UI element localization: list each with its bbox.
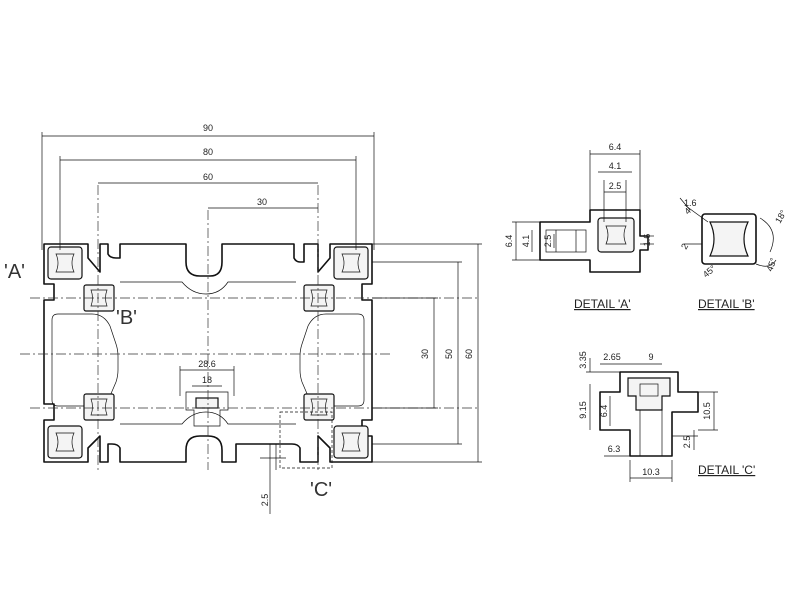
corner-slot-top-right [333,246,369,280]
detail-c-dim-10-5: 10.5 [702,402,712,420]
dim-60-vertical-text: 60 [464,349,474,359]
dim-50-vertical-text: 50 [444,349,454,359]
dim-80-text: 80 [203,147,213,157]
center-t-slot [185,391,229,427]
dim-2-5-bottom-text: 2.5 [260,494,270,507]
dimension-30-vertical: 30 [372,297,438,409]
node-slot-bottom-left [83,393,115,421]
inner-web-top [120,281,296,295]
label-b: 'B' [116,307,137,329]
detail-a-dim-6-4-left: 6.4 [504,235,514,248]
detail-b-dim-4: 4 [682,206,693,217]
main-profile-view: 90 80 60 30 28.6 18 [4,123,482,514]
inner-cavity-left [51,313,119,407]
dimension-28-6: 28.6 [179,359,235,396]
dimension-50-vertical: 50 [372,261,462,445]
detail-b-title: DETAIL 'B' [698,297,755,311]
dimension-30-top: 30 [208,197,318,209]
detail-a-dim-4-1-left: 4.1 [521,235,531,248]
dim-60-text: 60 [203,172,213,182]
detail-c-dim-9: 9 [648,352,653,362]
detail-c-view: 3.35 2.65 9 9.15 6.4 10.5 2.5 6.3 10.3 D… [578,351,755,482]
dimension-18: 18 [192,375,222,387]
dimension-60: 60 [98,172,318,184]
detail-a-dim-4-1-top: 4.1 [609,161,622,171]
label-a: 'A' [4,261,25,283]
dimension-90: 90 [41,123,375,250]
dim-30-top-text: 30 [257,197,267,207]
center-lines [20,185,480,470]
corner-slot-top-left [47,246,83,280]
detail-a-dim-2-5-top: 2.5 [609,181,622,191]
detail-a-dim-2-5-left: 2.5 [543,235,553,248]
detail-a-title: DETAIL 'A' [574,297,631,311]
dim-18-text: 18 [202,375,212,385]
dim-30-vertical-text: 30 [420,349,430,359]
detail-c-dim-2-65: 2.65 [603,352,621,362]
detail-c-dim-6-3: 6.3 [608,444,621,454]
detail-b-view: 1.6 4 2 18° 45° 45° DETAIL 'B' [679,197,789,311]
detail-c-dim-3-35: 3.35 [578,351,588,369]
corner-slot-bottom-right [333,425,369,459]
inner-cavity-right [299,313,365,407]
inner-web-bottom [120,411,296,425]
dimension-80: 80 [59,147,357,250]
corner-slot-bottom-left [47,425,83,459]
detail-c-dim-9-15: 9.15 [578,401,588,419]
detail-c-dim-6-4: 6.4 [599,405,609,418]
detail-b-dim-1-6: 1.6 [684,198,697,208]
dimension-2-5-bottom: 2.5 [260,444,286,514]
detail-c-dim-10-3: 10.3 [642,467,660,477]
detail-a-dim-1-6: 1.6 [642,234,652,247]
detail-c-title: DETAIL 'C' [698,463,755,477]
detail-b-dim-45-a: 45° [764,256,778,273]
detail-a-dim-6-4-top: 6.4 [609,142,622,152]
detail-c-dim-2-5: 2.5 [682,436,692,449]
dim-90-text: 90 [203,123,213,133]
dimension-60-vertical: 60 [372,243,482,463]
dim-28-6-text: 28.6 [198,359,216,369]
detail-b-dim-2: 2 [679,242,690,251]
detail-b-dim-18: 18° [773,208,789,225]
detail-c-marker-box [279,411,333,469]
node-slot-bottom-right [303,393,335,421]
label-c: 'C' [310,479,332,501]
detail-b-dim-45-b: 45° [701,263,718,280]
detail-a-view: 6.4 4.1 2.5 6.4 4.1 2.5 1.6 DETAIL 'A' [504,142,654,311]
